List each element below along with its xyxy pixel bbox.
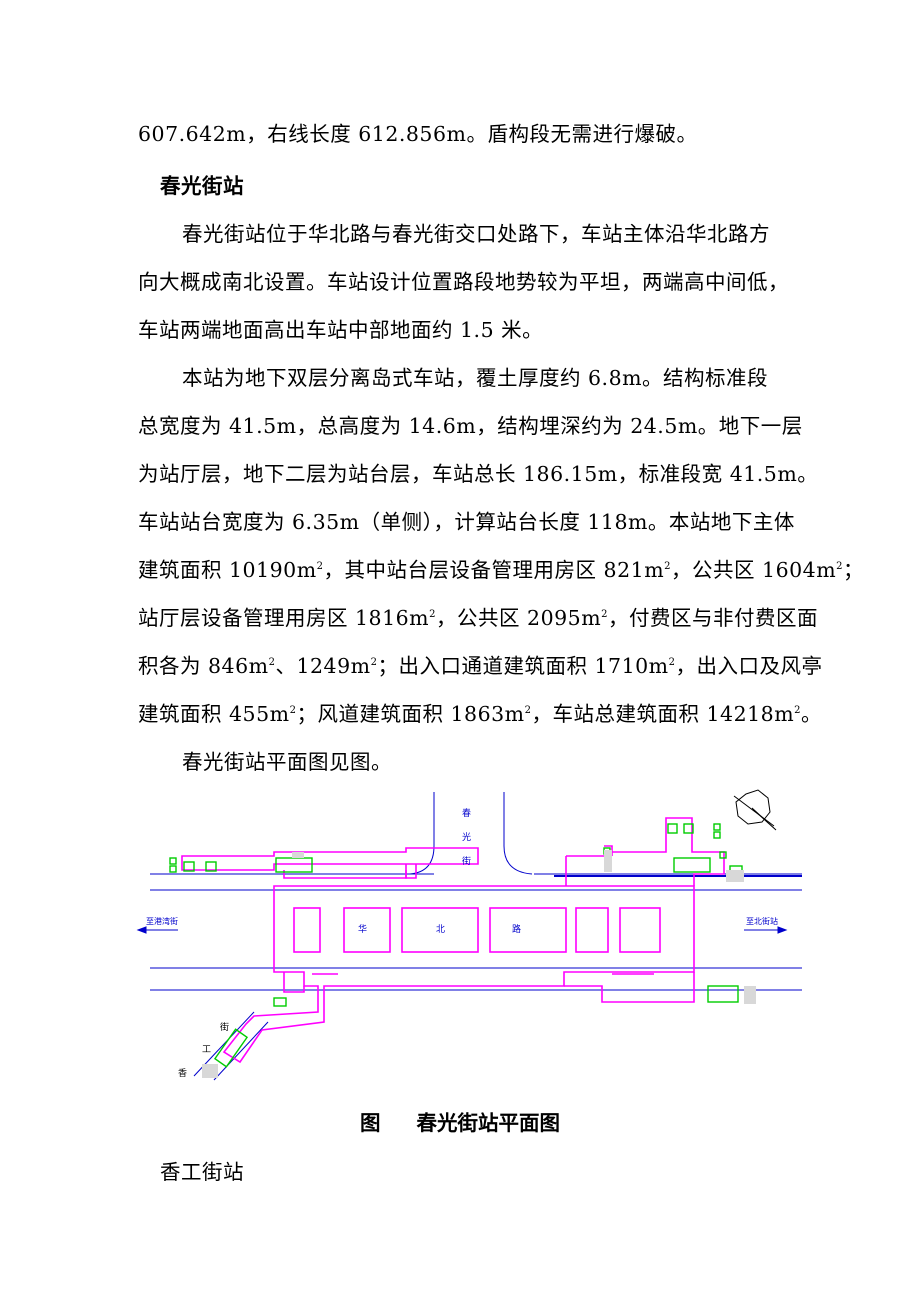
section-heading-xianggongjie: 香工街站	[160, 1160, 244, 1184]
left-arrow-label: 至港湾街	[146, 916, 178, 926]
street-label-diag-3: 街	[220, 1021, 229, 1033]
paragraph-3: 春光街站平面图见图。	[182, 750, 392, 774]
street-label-vertical-2: 光	[462, 831, 471, 843]
superscript: 2	[316, 561, 324, 572]
area-text: 。	[801, 702, 823, 726]
area-text: ，公共区 2095m	[436, 606, 602, 630]
paragraph-2-line-4: 车站站台宽度为 6.35m（单侧），计算站台长度 118m。本站地下主体	[138, 510, 795, 534]
paragraph-2-line-2: 总宽度为 41.5m，总高度为 14.6m，结构埋深约为 24.5m。地下一层	[138, 414, 803, 438]
superscript: 2	[601, 609, 609, 620]
area-text: ，车站总建筑面积 14218m	[531, 702, 795, 726]
street-label-main-3: 路	[512, 923, 521, 935]
direction-arrows	[136, 926, 788, 934]
area-text: ；风道建筑面积 1863m	[296, 702, 525, 726]
area-text: ；出入口通道建筑面积 1710m	[377, 654, 669, 678]
street-label-main-2: 北	[436, 924, 445, 935]
section-heading-chunguangjie: 春光街站	[160, 174, 244, 198]
superscript: 2	[668, 657, 676, 668]
right-arrow-label: 至北街站	[746, 916, 778, 926]
paragraph-2-line-1: 本站为地下双层分离岛式车站，覆土厚度约 6.8m。结构标准段	[182, 366, 769, 390]
north-arrow-icon	[733, 789, 777, 831]
street-label-diag-2: 工	[202, 1045, 211, 1055]
area-text: ；	[843, 558, 865, 582]
area-text: 建筑面积 455m	[138, 702, 290, 726]
rooms	[169, 823, 743, 1068]
area-text: ，出入口及风亭	[675, 654, 823, 678]
superscript: 2	[794, 705, 802, 716]
area-text: ，其中站台层设备管理用房区 821m	[323, 558, 665, 582]
paragraph-2-line-8: 建筑面积 455m2；风道建筑面积 1863m2，车站总建筑面积 14218m2…	[138, 700, 822, 728]
paragraph-2-line-5: 建筑面积 10190m2，其中站台层设备管理用房区 821m2，公共区 1604…	[138, 556, 864, 584]
area-text: 积各为 846m	[138, 654, 269, 678]
area-text: ，公共区 1604m	[671, 558, 837, 582]
superscript: 2	[289, 705, 297, 716]
area-text: ，付费区与非付费区面	[608, 606, 819, 630]
street-label-main-1: 华	[358, 923, 367, 935]
street-label-vertical-3: 街	[462, 855, 471, 867]
figure-caption: 图 春光街站平面图	[0, 1108, 920, 1138]
station-plan-figure: 至港湾街 至北街站	[136, 789, 802, 1081]
paragraph-1-line-2: 向大概成南北设置。车站设计位置路段地势较为平坦，两端高中间低，	[138, 270, 789, 294]
street-label-diag-1: 香	[178, 1068, 187, 1079]
station-outline	[181, 817, 725, 1064]
superscript: 2	[268, 657, 276, 668]
road-lines	[150, 792, 802, 1081]
paragraph-1-line-1: 春光街站位于华北路与春光街交口处路下，车站主体沿华北路方	[182, 222, 770, 246]
paragraph-2-line-7: 积各为 846m2、1249m2；出入口通道建筑面积 1710m2，出入口及风亭	[138, 652, 822, 680]
caption-title: 春光街站平面图	[416, 1111, 561, 1135]
superscript: 2	[370, 657, 378, 668]
superscript: 2	[664, 561, 672, 572]
paragraph-1-line-3: 车站两端地面高出车站中部地面约 1.5 米。	[138, 318, 544, 342]
caption-label: 图	[360, 1111, 381, 1135]
superscript: 2	[524, 705, 532, 716]
area-text: 、1249m	[275, 654, 371, 678]
paragraph-2-line-6: 站厅层设备管理用房区 1816m2，公共区 2095m2，付费区与非付费区面	[138, 604, 818, 632]
area-text: 站厅层设备管理用房区 1816m	[138, 606, 430, 630]
hatch-areas	[202, 850, 756, 1078]
paragraph-2-line-3: 为站厅层，地下二层为站台层，车站总长 186.15m，标准段宽 41.5m。	[138, 462, 819, 486]
superscript: 2	[429, 609, 437, 620]
street-label-vertical-1: 春	[462, 807, 471, 819]
text-line-1: 607.642m，右线长度 612.856m。盾构段无需进行爆破。	[138, 122, 698, 146]
area-text: 建筑面积 10190m	[138, 558, 317, 582]
superscript: 2	[836, 561, 844, 572]
